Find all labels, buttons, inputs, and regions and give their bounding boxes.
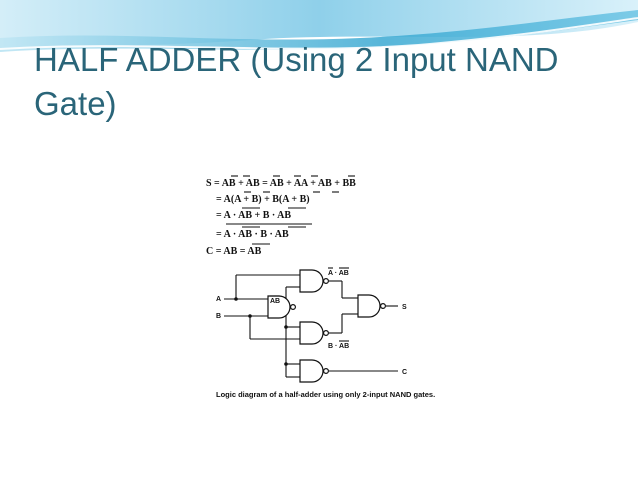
gate1-output-label: AB [270,298,280,305]
wiring [224,274,398,378]
input-b-label: B [216,313,221,320]
figure-caption: Logic diagram of a half-adder using only… [216,390,435,399]
nand-gate-4 [357,294,387,318]
equation-2: = A(A + B) + B(A + B) [216,194,310,205]
slide-title: HALF ADDER (Using 2 Input NAND Gate) [34,38,634,126]
output-s-label: S [402,304,407,311]
equation-5: C = AB = AB [206,246,262,257]
banner-wave-front [0,10,638,52]
nand-gate-1 [267,295,296,319]
output-c-label: C [402,369,407,376]
title-line-2: Gate) [34,85,117,122]
banner-highlight [0,17,638,50]
equation-4: = A · AB · B · AB [216,229,289,240]
nand-gate-5 [299,359,330,383]
diagram-overbars [270,267,349,342]
title-line-1: HALF ADDER (Using 2 Input NAND [34,41,559,78]
half-adder-figure: S = AB + AB = AB + AA + AB + BB = A(A + … [206,175,435,399]
banner-highlight-2 [0,29,638,61]
gate3-output-label: B · AB [328,343,349,350]
equation-3: = A · AB + B · AB [216,210,291,221]
logic-diagram: A B S C AB A · AB B · AB [216,267,407,383]
header-banner [0,0,638,61]
equation-overbars [226,175,355,245]
nand-gate-3 [299,321,330,345]
gate2-output-label: A · AB [328,270,349,277]
nand-gate-2 [299,269,330,293]
input-a-label: A [216,296,221,303]
equation-1: S = AB + AB = AB + AA + AB + BB [206,178,356,189]
equation-block: S = AB + AB = AB + AA + AB + BB = A(A + … [206,175,356,257]
